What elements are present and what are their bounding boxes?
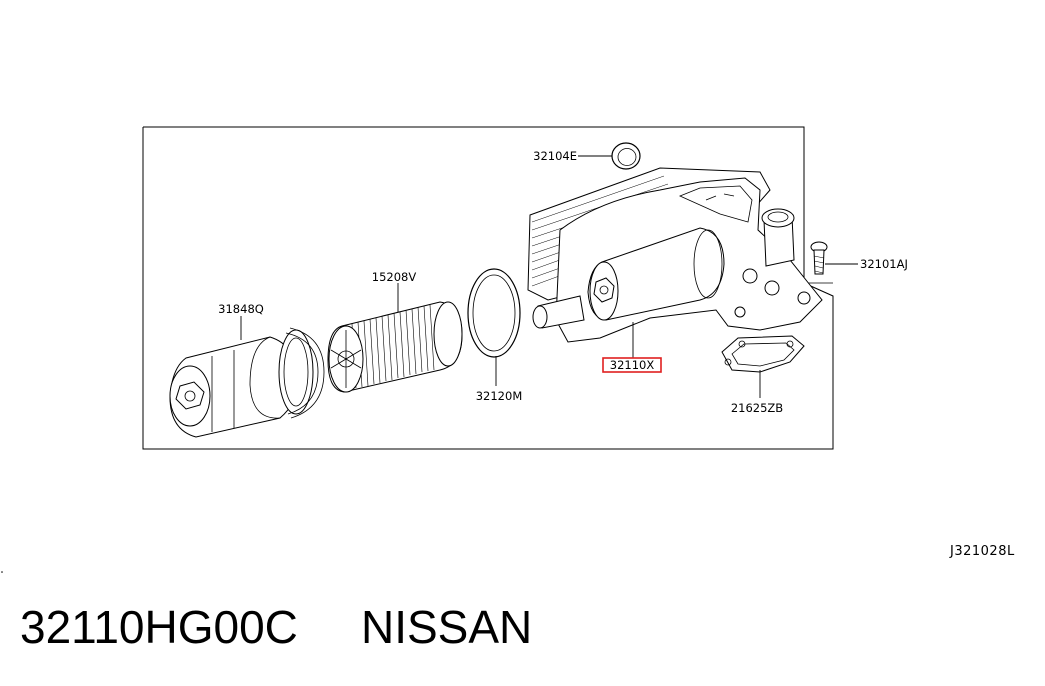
diagram-frame [142,126,834,450]
bolt-part [810,241,828,275]
seal-ring-part [611,142,641,170]
part-number-caption: 32110HG00C [20,601,298,653]
callout-32104E: 32104E [533,149,577,163]
leader-lines [240,155,858,398]
diagram-reference-code: J321028L [950,544,1015,559]
oil-filter-cap-part [169,327,325,438]
edge-mark [1,571,3,573]
gasket-part [721,335,805,373]
filter-element-part [327,301,463,393]
callout-31848Q: 31848Q [218,302,264,316]
highlight-box [602,357,662,373]
callout-15208V: 15208V [372,270,417,284]
brand-caption: NISSAN [361,601,533,653]
callout-32101AJ: 32101AJ [860,257,908,271]
o-ring-part [467,268,521,358]
oil-filter-housing-part [527,167,823,343]
callout-32120M: 32120M [476,389,523,403]
callout-32110X[interactable]: 32110X [610,358,655,372]
callout-21625ZB: 21625ZB [731,401,783,415]
